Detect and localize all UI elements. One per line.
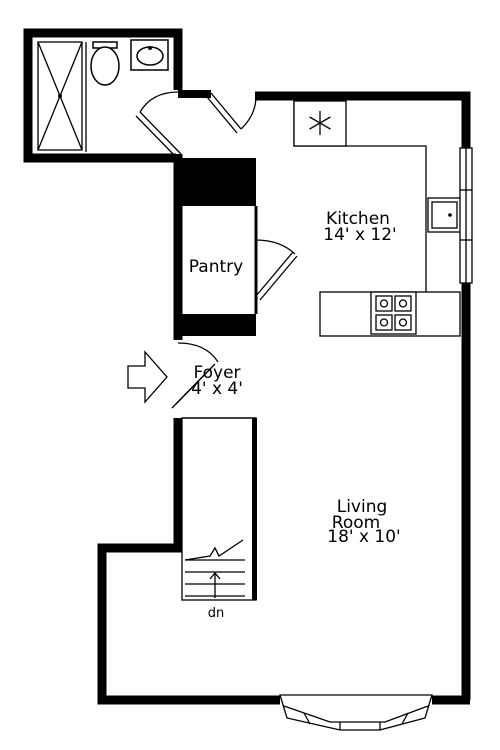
pantry-door-icon	[255, 239, 298, 301]
kitchen-size: 14' x 12'	[323, 225, 396, 245]
living-room-name-line1: Living	[337, 497, 388, 517]
stairs-down-arrow-icon	[209, 571, 221, 598]
bay-window	[279, 694, 433, 731]
entry-door-icon	[171, 342, 219, 409]
bathroom-wall	[23, 28, 183, 163]
foyer-size: 4' x 4'	[191, 379, 243, 399]
wall-stub	[178, 90, 211, 98]
shower-drain-icon	[58, 94, 62, 98]
pantry-name: Pantry	[189, 257, 243, 277]
bottom-left-wall	[97, 418, 280, 705]
stove-icon	[370, 291, 417, 335]
right-window	[459, 147, 473, 284]
kitchen-name: Kitchen	[326, 209, 390, 229]
kitchen-sink-icon	[427, 197, 462, 233]
living-room-size: 18' x 10'	[327, 527, 400, 547]
bathroom-sink-icon	[130, 39, 169, 71]
bathroom-faucet-icon	[148, 46, 152, 50]
foyer-name: Foyer	[193, 363, 240, 383]
snowflake-icon	[309, 111, 331, 135]
pantry-top-wall	[178, 158, 256, 206]
kitchen-door-icon	[206, 92, 257, 134]
staircase	[181, 417, 257, 601]
kitchen-faucet-icon	[448, 213, 452, 217]
living-room-name-line2: Room	[332, 513, 380, 533]
stairs-label: dn	[208, 606, 225, 621]
stair-rail	[252, 418, 257, 600]
toilet-icon	[90, 41, 120, 86]
bathroom-door-icon	[135, 91, 182, 159]
entry-arrow-icon	[127, 350, 168, 404]
pantry-bottom-wall	[178, 314, 256, 336]
top-wall	[255, 91, 471, 150]
